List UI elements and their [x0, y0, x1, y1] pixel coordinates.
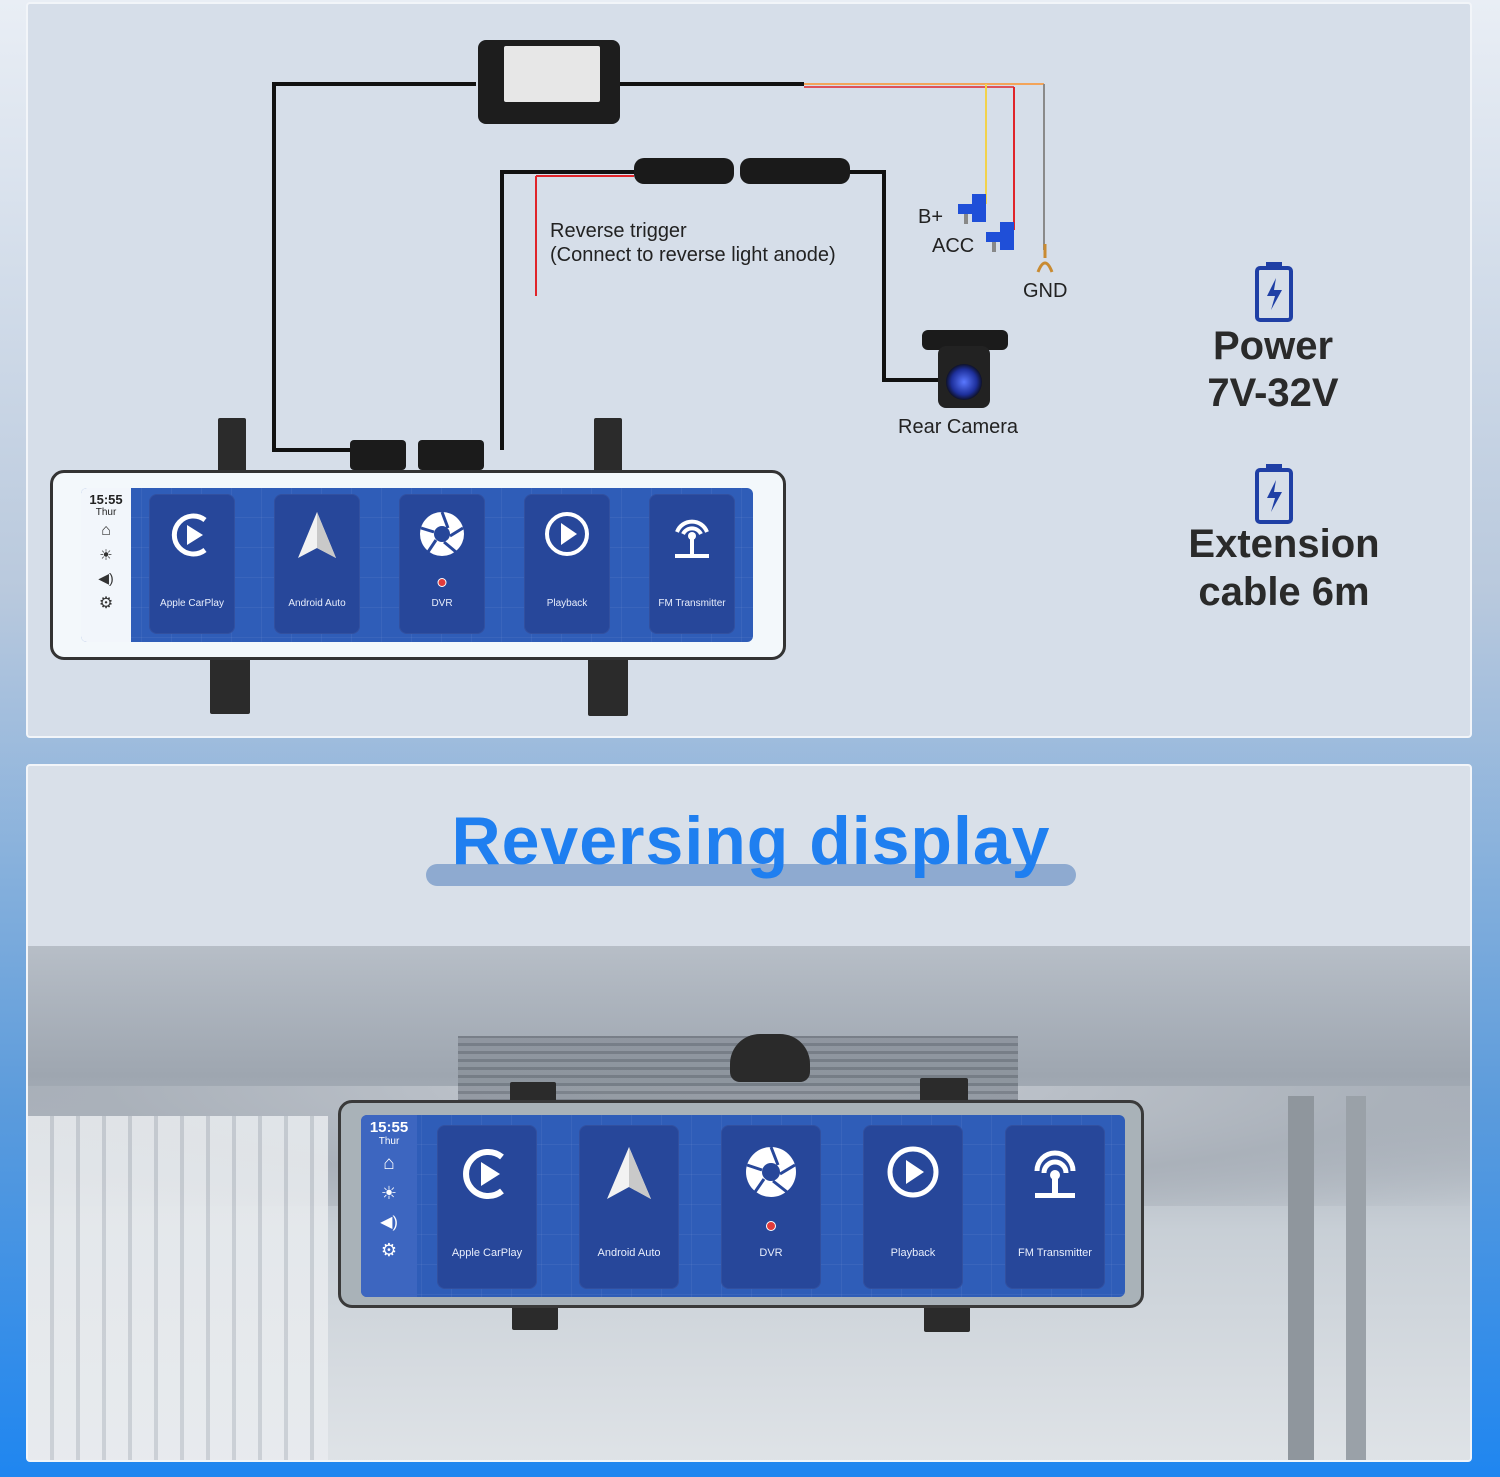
- android-auto-icon: [607, 1147, 651, 1199]
- app-tile-playback[interactable]: Playback: [863, 1125, 963, 1289]
- clock-day: Thur: [378, 1136, 400, 1147]
- app-tile-fm-transmitter[interactable]: FM Transmitter: [1005, 1125, 1105, 1289]
- battery-charge-icon: [1255, 262, 1293, 322]
- mirror-strap: [588, 658, 628, 716]
- clock-time: 15:55: [89, 492, 123, 507]
- ground-lug-icon: [1036, 244, 1054, 273]
- wiring-lines: [272, 82, 1045, 452]
- b-plus-label: B+: [918, 206, 944, 228]
- fm-antenna-icon: [675, 519, 709, 558]
- settings-icon[interactable]: ⚙: [380, 1240, 398, 1260]
- headline-underline: [426, 864, 1076, 886]
- mirror-power-plug: [350, 440, 406, 470]
- mirror-strap: [210, 658, 250, 714]
- app-label: DVR: [759, 1247, 783, 1259]
- app-label: DVR: [431, 598, 453, 609]
- home-icon[interactable]: ⌂: [101, 522, 111, 539]
- settings-icon[interactable]: ⚙: [98, 595, 114, 612]
- mirror-strap: [594, 418, 622, 474]
- recording-dot-icon: [437, 578, 447, 587]
- reverse-trigger-note: (Connect to reverse light anode): [550, 244, 836, 266]
- mirror-sidebar: 15:55 Thur ⌂ ☀ ◀) ⚙: [361, 1115, 417, 1297]
- app-tile-apple-carplay[interactable]: Apple CarPlay: [437, 1125, 537, 1289]
- fuse-tap-b-icon: [958, 194, 986, 224]
- app-tile-playback[interactable]: Playback: [524, 494, 610, 634]
- app-label: Android Auto: [288, 598, 346, 609]
- male-connector: [634, 158, 734, 184]
- mirror-screen: 15:55 Thur ⌂ ☀ ◀) ⚙ Apple CarPlay: [81, 488, 753, 642]
- brightness-icon[interactable]: ☀: [380, 1183, 398, 1203]
- wiring-diagram-panel: Reverse trigger (Connect to reverse ligh…: [26, 2, 1472, 738]
- rear-camera-icon: [922, 330, 1008, 410]
- home-icon[interactable]: ⌂: [383, 1153, 395, 1174]
- cable-value: cable 6m: [1198, 570, 1370, 614]
- carplay-icon: [171, 513, 207, 557]
- app-label: FM Transmitter: [658, 598, 726, 609]
- camera-shutter-icon: [746, 1146, 796, 1197]
- app-label: FM Transmitter: [1018, 1247, 1092, 1259]
- app-label: Apple CarPlay: [451, 1247, 523, 1259]
- acc-label: ACC: [932, 235, 975, 257]
- mirror-strap: [920, 1078, 968, 1102]
- clock-time: 15:55: [369, 1119, 409, 1136]
- clock-day: Thur: [95, 507, 117, 518]
- app-tile-dvr[interactable]: DVR: [721, 1125, 821, 1289]
- battery-charge-icon: [1255, 464, 1293, 524]
- camera-shutter-icon: [420, 511, 464, 556]
- play-icon: [887, 1146, 939, 1198]
- gnd-label: GND: [1023, 280, 1068, 302]
- app-tile-dvr[interactable]: DVR: [399, 494, 485, 634]
- rear-camera-label: Rear Camera: [898, 416, 1019, 438]
- app-tile-android-auto[interactable]: Android Auto: [579, 1125, 679, 1289]
- android-auto-icon: [298, 512, 336, 558]
- app-tile-fm-transmitter[interactable]: FM Transmitter: [649, 494, 735, 634]
- volume-icon[interactable]: ◀): [98, 570, 114, 586]
- app-tile-apple-carplay[interactable]: Apple CarPlay: [149, 494, 235, 634]
- volume-icon[interactable]: ◀): [380, 1214, 398, 1231]
- reverse-trigger-label: Reverse trigger: [550, 220, 687, 242]
- recording-dot-icon: [766, 1221, 776, 1231]
- mirror-sidebar: 15:55 Thur ⌂ ☀ ◀) ⚙: [81, 488, 131, 642]
- power-value: 7V-32V: [1207, 371, 1339, 415]
- mirror-display-device: 15:55 Thur ⌂ ☀ ◀) ⚙ Apple CarPlay An: [338, 1100, 1144, 1308]
- brightness-icon[interactable]: ☀: [99, 547, 113, 564]
- headline: Reversing display: [451, 803, 1051, 879]
- carplay-icon: [463, 1149, 504, 1199]
- fuse-tap-acc-icon: [986, 222, 1014, 252]
- mirror-camera-plug: [418, 440, 484, 470]
- reversing-display-panel: Reversing display 15:55 Thur ⌂ ☀ ◀) ⚙: [26, 764, 1472, 1462]
- play-icon: [545, 512, 589, 556]
- mirror-display-device: 15:55 Thur ⌂ ☀ ◀) ⚙ Apple CarPlay: [50, 470, 786, 660]
- app-label: Playback: [546, 598, 588, 609]
- app-label: Apple CarPlay: [160, 598, 224, 609]
- mirror-screen: 15:55 Thur ⌂ ☀ ◀) ⚙ Apple CarPlay An: [361, 1115, 1125, 1297]
- app-tile-android-auto[interactable]: Android Auto: [274, 494, 360, 634]
- app-label: Android Auto: [597, 1247, 661, 1259]
- mirror-strap: [512, 1304, 558, 1330]
- mirror-strap: [218, 418, 246, 474]
- power-converter-box: [478, 40, 620, 124]
- cable-title: Extension: [1188, 522, 1380, 566]
- app-label: Playback: [890, 1247, 936, 1259]
- power-title: Power: [1212, 324, 1334, 368]
- female-connector: [740, 158, 850, 184]
- fm-antenna-icon: [1034, 1150, 1076, 1198]
